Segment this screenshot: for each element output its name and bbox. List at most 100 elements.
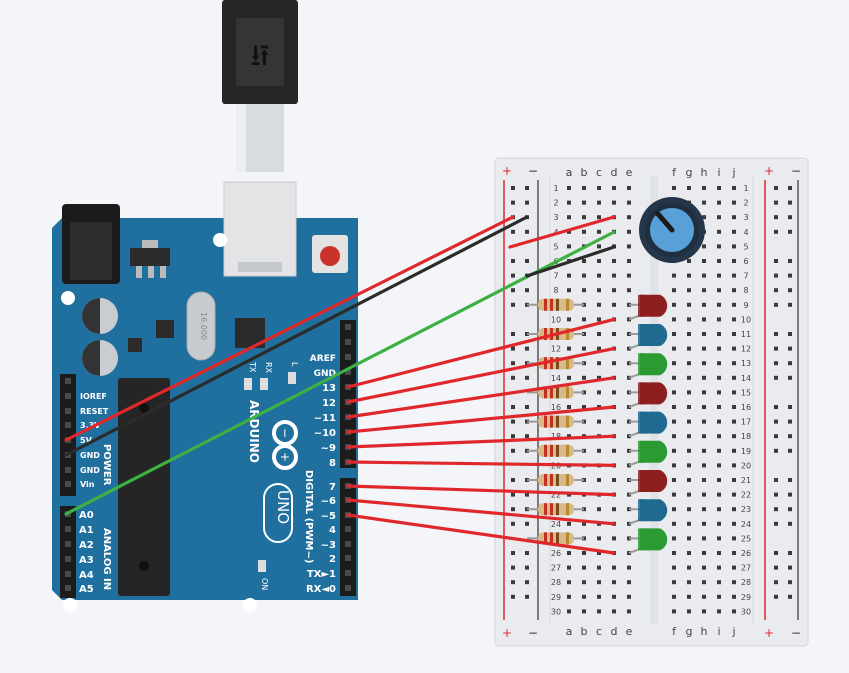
wire-rail-to-pot-gnd[interactable] — [525, 245, 616, 278]
green-led[interactable] — [628, 440, 668, 467]
row-number-right: 27 — [741, 564, 751, 573]
wire-digital-to-led[interactable] — [346, 376, 616, 419]
row-number-right: 4 — [743, 228, 748, 237]
power-pin-label: IOREF — [80, 392, 107, 401]
row-number-right: 10 — [741, 315, 751, 324]
row-number-right: 14 — [741, 374, 751, 383]
wire-digital-to-led[interactable] — [346, 513, 616, 555]
digital-pin-label: ~5 — [321, 511, 336, 522]
row-number-right: 11 — [741, 330, 751, 339]
column-letter: i — [717, 625, 720, 638]
power-pin-label: GND — [80, 451, 100, 460]
rail-minus-label: − — [791, 626, 801, 640]
column-letter: g — [686, 625, 693, 638]
column-letter: f — [672, 625, 677, 638]
column-letter: b — [581, 625, 588, 638]
resistor[interactable] — [527, 415, 584, 428]
digital-pin-label: 7 — [329, 482, 336, 493]
digital-pin-label: 2 — [329, 554, 336, 565]
column-letter: b — [581, 166, 588, 179]
arduino-board[interactable]: 16.000 TX RX L ON − + ARDUINO UNO — [52, 181, 358, 612]
column-letter: h — [701, 166, 708, 179]
wire-digital-to-led[interactable] — [346, 434, 616, 449]
column-letter: j — [731, 625, 735, 638]
row-number-left: 2 — [553, 199, 558, 208]
analog-pin-label: A1 — [79, 525, 94, 536]
analog-pin-label: A3 — [79, 555, 94, 566]
digital-header-bottom — [340, 478, 356, 596]
blue-led[interactable] — [628, 411, 668, 438]
resistor[interactable] — [527, 474, 584, 486]
row-number-right: 24 — [741, 520, 751, 529]
wire-5v-to-rail[interactable] — [64, 215, 515, 442]
digital-pin-label: ~6 — [321, 496, 336, 507]
wire-digital-to-led[interactable] — [346, 498, 616, 526]
svg-text:−: − — [278, 428, 292, 438]
brand-label: ARDUINO — [247, 400, 261, 463]
wire-gnd-to-rail[interactable] — [64, 215, 529, 457]
potentiometer[interactable] — [639, 197, 705, 263]
green-led[interactable] — [628, 353, 668, 379]
column-letter: h — [701, 625, 708, 638]
row-number-right: 21 — [741, 476, 751, 485]
usb-cable[interactable]: ⭿ — [222, 0, 298, 172]
rail-minus-label: − — [791, 164, 801, 178]
digital-title: DIGITAL (PWM~) — [303, 470, 314, 563]
row-number-right: 15 — [741, 388, 751, 397]
analog-title: ANALOG IN — [101, 528, 112, 590]
column-letter: g — [686, 166, 693, 179]
red-led[interactable] — [628, 470, 668, 496]
green-led[interactable] — [628, 528, 668, 554]
resistor[interactable] — [527, 532, 584, 545]
wire-digital-to-led[interactable] — [346, 405, 616, 434]
column-letter: c — [596, 625, 602, 638]
svg-text:+: + — [278, 452, 292, 462]
wire-digital-to-led[interactable] — [346, 317, 616, 389]
wire-rail-to-pot[interactable] — [508, 215, 616, 249]
digital-pin-label: RX◄0 — [306, 584, 336, 595]
red-led[interactable] — [628, 382, 668, 408]
power-header — [60, 374, 76, 496]
row-number-right: 22 — [741, 491, 751, 500]
row-number-right: 6 — [743, 257, 748, 266]
analog-pin-label: A0 — [79, 510, 94, 521]
resistor[interactable] — [527, 444, 584, 457]
analog-pin-label: A5 — [79, 584, 94, 595]
column-letter: e — [626, 625, 633, 638]
digital-pin-label: ~10 — [314, 428, 336, 439]
rail-plus-label: + — [764, 626, 774, 640]
resistor[interactable] — [527, 386, 584, 399]
rail-plus-label: + — [502, 164, 512, 178]
column-letter: e — [626, 166, 633, 179]
column-letter: a — [566, 625, 573, 638]
wire-a0-to-pot[interactable] — [64, 230, 616, 516]
row-number-left: 7 — [553, 272, 558, 281]
row-number-right: 20 — [741, 461, 751, 470]
resistor[interactable] — [527, 298, 584, 311]
row-number-left: 5 — [553, 242, 558, 251]
row-number-right: 13 — [741, 359, 751, 368]
row-number-left: 26 — [551, 549, 561, 558]
analog-pin-label: A2 — [79, 540, 94, 551]
digital-pin-label: 4 — [329, 525, 336, 536]
row-number-right: 7 — [743, 272, 748, 281]
resistor[interactable] — [527, 503, 584, 516]
row-number-right: 16 — [741, 403, 751, 412]
wire-digital-to-led[interactable] — [346, 484, 616, 497]
digital-pin-label: 8 — [329, 458, 336, 469]
row-number-right: 19 — [741, 447, 751, 456]
row-number-left: 30 — [551, 607, 561, 616]
svg-text:16.000: 16.000 — [199, 312, 208, 340]
red-led[interactable] — [628, 294, 668, 321]
row-number-right: 17 — [741, 418, 751, 427]
wire-digital-to-led[interactable] — [346, 347, 616, 404]
power-pin-label: GND — [80, 466, 100, 475]
svg-text:TX: TX — [248, 361, 257, 373]
row-number-left: 28 — [551, 578, 561, 587]
column-letter: d — [611, 166, 618, 179]
wire-digital-to-led[interactable] — [346, 460, 616, 467]
blue-led[interactable] — [628, 324, 668, 350]
row-number-left: 24 — [551, 520, 561, 529]
blue-led[interactable] — [628, 499, 668, 525]
